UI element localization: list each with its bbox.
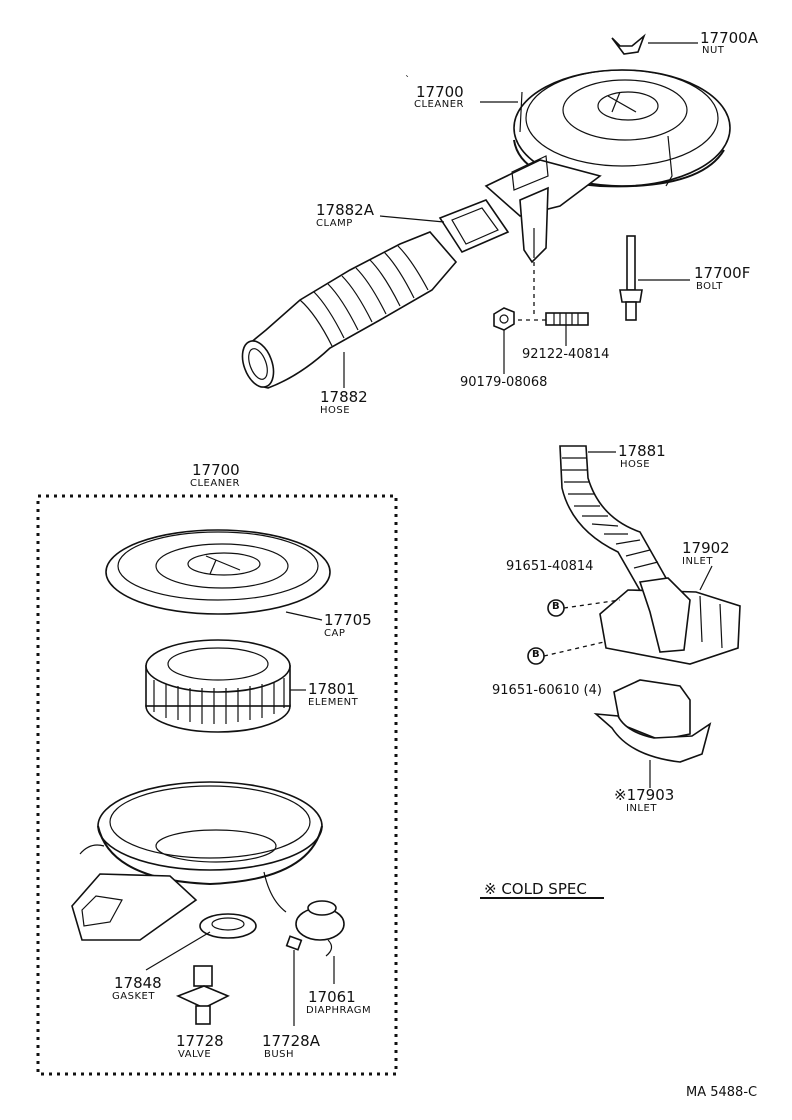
nut-name: NUT [702, 45, 725, 56]
nut2-number: 90179-08068 [460, 375, 548, 390]
inlet-number: 17902 [682, 539, 730, 557]
hex-nut-icon [493, 307, 515, 331]
cold-spec-note: ※ COLD SPEC [484, 880, 587, 898]
bolt-name: BOLT [696, 281, 723, 292]
gasket-name: GASKET [112, 991, 155, 1002]
inlet2-number: ※17903 [614, 786, 675, 804]
diaphragm-number: 17061 [308, 988, 356, 1006]
cap-name: CAP [324, 628, 346, 639]
hose2-name: HOSE [620, 459, 651, 470]
hose2-number: 17881 [618, 442, 666, 460]
inlet2-name: INLET [626, 803, 657, 814]
bolt-b2-number: 91651-60610 (4) [492, 683, 602, 698]
top-air-cleaner [484, 69, 731, 264]
diaphragm-icon [295, 900, 345, 957]
bush-name: BUSH [264, 1049, 295, 1060]
stud-icon [545, 312, 589, 326]
cleaner-top-tick: ` [405, 74, 410, 86]
stud-number: 92122-40814 [522, 347, 610, 362]
nut-number: 17700A [700, 29, 758, 47]
cleaner-top-name: CLEANER [414, 99, 464, 110]
housing-base-icon [71, 781, 323, 941]
bolt-number: 17700F [694, 264, 751, 282]
clamp-number: 17882A [316, 201, 374, 219]
bolt-b1-marker: B [552, 601, 560, 612]
bush-number: 17728A [262, 1032, 320, 1050]
valve-number: 17728 [176, 1032, 224, 1050]
hose-number: 17882 [320, 388, 368, 406]
inlet-body-icon [599, 577, 741, 665]
element-number: 17801 [308, 680, 356, 698]
element-name: ELEMENT [308, 697, 359, 708]
inlet-lower-icon [593, 679, 712, 763]
wing-nut-icon [611, 33, 646, 55]
bolt-b1-number: 91651-40814 [506, 559, 594, 574]
hose-name: HOSE [320, 405, 351, 416]
cleaner-box-number: 17700 [192, 461, 240, 479]
bolt-icon [619, 235, 643, 321]
cleaner-assembly-frame [36, 494, 398, 1076]
clamp-icon [438, 199, 510, 254]
diagram-code: MA 5488-C [686, 1085, 758, 1100]
inlet-name: INLET [682, 556, 713, 567]
filter-element-icon [145, 639, 291, 733]
diaphragm-name: DIAPHRAGM [306, 1005, 372, 1016]
clamp-name: CLAMP [316, 218, 353, 229]
cleaner-box-name: CLEANER [190, 478, 240, 489]
corrugated-hose-icon [241, 231, 458, 389]
cap-icon [105, 529, 331, 615]
valve-icon [175, 965, 230, 1025]
gasket-number: 17848 [114, 974, 162, 992]
bolt-b2-marker: B [532, 649, 540, 660]
bush-icon [285, 935, 303, 951]
cleaner-top-number: 17700 [416, 83, 464, 101]
valve-name: VALVE [178, 1049, 212, 1060]
gasket-icon [199, 913, 257, 939]
cap-number: 17705 [324, 611, 372, 629]
